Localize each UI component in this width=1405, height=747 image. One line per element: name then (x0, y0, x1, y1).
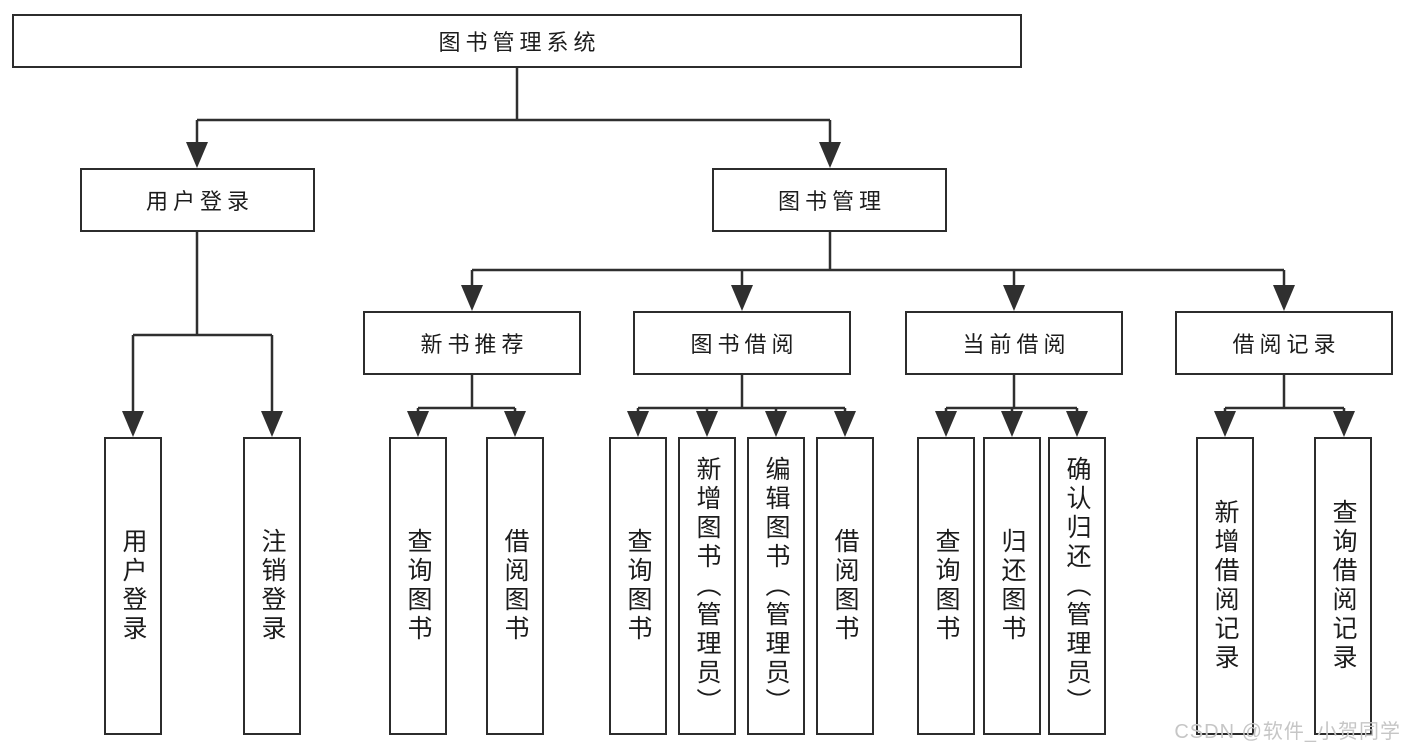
arrowhead (1333, 411, 1355, 437)
leaf-confirm-return-admin: 确认归还（管理员） (1048, 437, 1106, 735)
node-user-login: 用户登录 (80, 168, 315, 232)
arrowhead (1003, 285, 1025, 311)
leaf-recommend-query-books: 查询图书 (389, 437, 447, 735)
arrowhead (1001, 411, 1023, 437)
leaf-borrow-books: 借阅图书 (816, 437, 874, 735)
leaf-user-login: 用户登录 (104, 437, 162, 735)
node-book-management: 图书管理 (712, 168, 947, 232)
leaf-query-borrow-record: 查询借阅记录 (1314, 437, 1372, 735)
leaf-recommend-borrow-books: 借阅图书 (486, 437, 544, 735)
leaf-logout: 注销登录 (243, 437, 301, 735)
leaf-edit-book-admin: 编辑图书（管理员） (747, 437, 805, 735)
leaf-current-query-books: 查询图书 (917, 437, 975, 735)
leaf-borrow-query-books: 查询图书 (609, 437, 667, 735)
node-current-borrow: 当前借阅 (905, 311, 1123, 375)
arrowhead (122, 411, 144, 437)
node-new-book-recommend: 新书推荐 (363, 311, 581, 375)
leaf-add-borrow-record: 新增借阅记录 (1196, 437, 1254, 735)
csdn-watermark: CSDN @软件_小贺同学 (1174, 721, 1401, 743)
leaf-add-book-admin: 新增图书（管理员） (678, 437, 736, 735)
node-borrow-record: 借阅记录 (1175, 311, 1393, 375)
arrowhead (504, 411, 526, 437)
arrowhead (935, 411, 957, 437)
arrowhead (765, 411, 787, 437)
arrowhead (1273, 285, 1295, 311)
node-book-borrow: 图书借阅 (633, 311, 851, 375)
leaf-return-books: 归还图书 (983, 437, 1041, 735)
arrowhead (186, 142, 208, 168)
arrowhead (461, 285, 483, 311)
arrowhead (407, 411, 429, 437)
arrowhead (834, 411, 856, 437)
node-root-system: 图书管理系统 (12, 14, 1022, 68)
arrowhead (696, 411, 718, 437)
arrowhead (1214, 411, 1236, 437)
arrowhead (731, 285, 753, 311)
arrowhead (819, 142, 841, 168)
arrowhead (627, 411, 649, 437)
arrowhead (261, 411, 283, 437)
arrowhead (1066, 411, 1088, 437)
